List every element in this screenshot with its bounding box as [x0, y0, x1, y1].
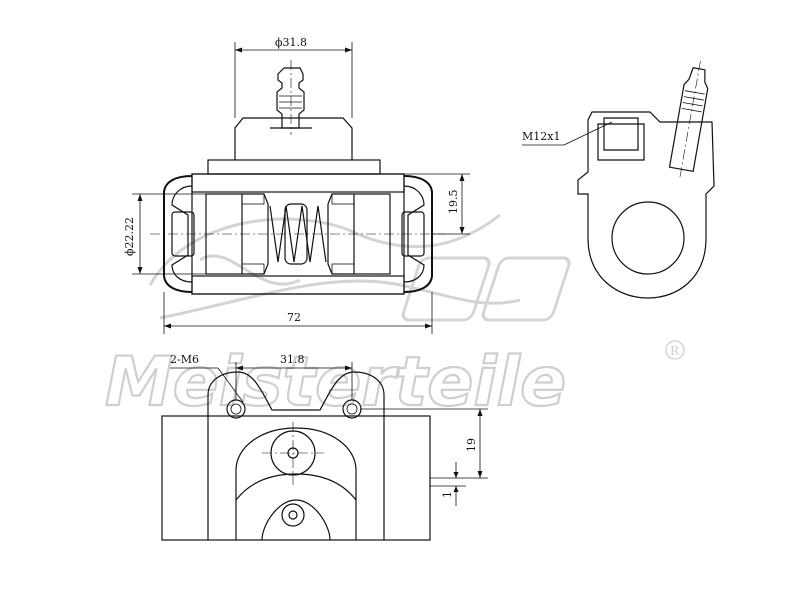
dim-height-bottom-label: 19 [465, 438, 478, 452]
dim-top-bore-label: ϕ31.8 [275, 36, 307, 49]
bleeder-screw [276, 60, 305, 135]
lower-wall-hatch [191, 275, 405, 295]
watermark-logo: Meisterteile R [104, 213, 685, 423]
side-bleeder [668, 60, 709, 180]
dim-cylinder-diameter-label: ϕ22.22 [123, 217, 136, 256]
dim-offset-label: 1 [441, 491, 454, 498]
dim-cylinder-diameter: ϕ22.22 [123, 193, 206, 275]
watermark-registered: R [670, 344, 680, 358]
thread-label: M12x1 [522, 130, 560, 143]
side-section-view: M12x1 [522, 60, 715, 299]
plan-view: 2-M6 31.8 19 1 [161, 353, 488, 541]
dim-length-label: 72 [287, 311, 301, 324]
dim-height-right: 19.5 [404, 173, 470, 235]
dim-offset: 1 [430, 462, 466, 506]
section-view: ϕ31.8 ϕ22.22 19.5 72 [123, 36, 470, 334]
dim-bolt-pitch: 31.8 [235, 353, 353, 400]
dim-height-right-label: 19.5 [447, 190, 460, 215]
dim-bolt-pitch-label: 31.8 [280, 353, 305, 366]
bolt-label: 2-M6 [170, 353, 199, 366]
upper-wall-hatch [191, 173, 405, 193]
dim-height-bottom: 19 [360, 408, 488, 479]
bore-circle [611, 201, 685, 275]
dim-top-bore: ϕ31.8 [234, 36, 353, 118]
dim-length: 72 [163, 292, 433, 334]
